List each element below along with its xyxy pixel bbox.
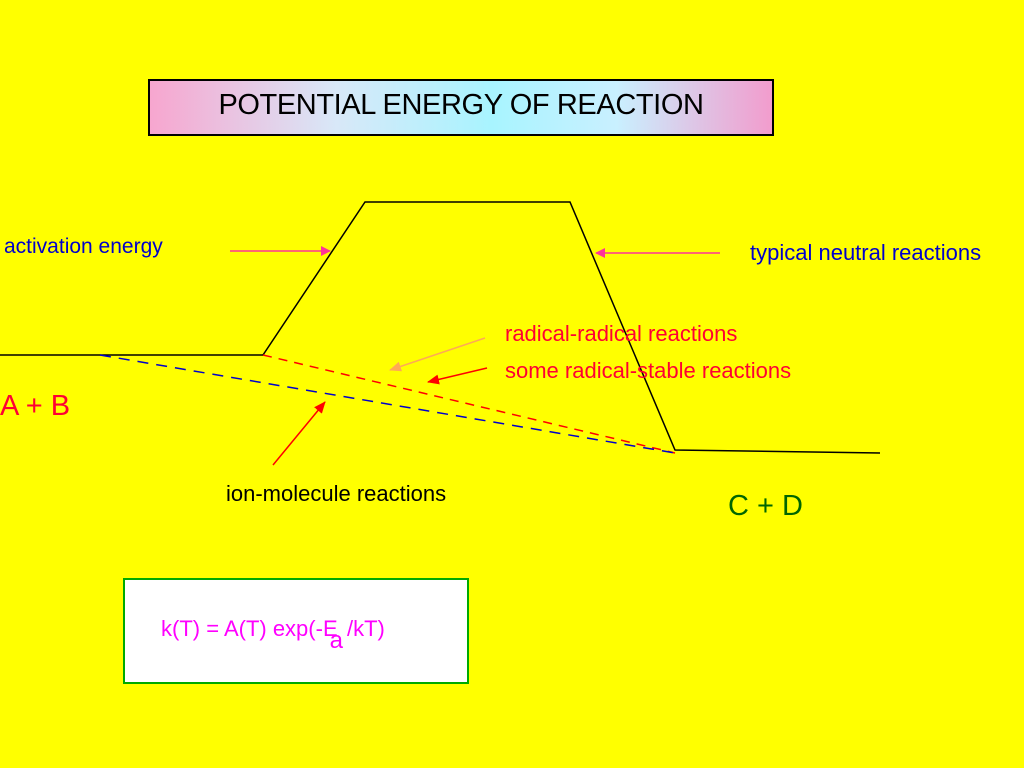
ion-molecule-label: ion-molecule reactions bbox=[226, 481, 447, 506]
red-dashed-path bbox=[262, 354, 676, 454]
ion-molecule-arrow bbox=[272, 401, 326, 466]
formula-main: k(T) = A(T) exp(-E bbox=[161, 616, 338, 641]
radical-stable-label: some radical-stable reactions bbox=[505, 358, 792, 383]
radical-radical-label: radical-radical reactions bbox=[505, 321, 738, 346]
activation-energy-label: activation energy bbox=[4, 235, 163, 258]
products-label: C + D bbox=[728, 490, 803, 522]
rate-formula: k(T) = A(T) exp(-Ea/kT) bbox=[161, 615, 385, 654]
rate-formula-box: k(T) = A(T) exp(-Ea/kT) bbox=[123, 578, 469, 684]
title-box: POTENTIAL ENERGY OF REACTION bbox=[148, 79, 774, 136]
radical-stable-arrow bbox=[427, 367, 488, 385]
radical-radical-arrow bbox=[389, 337, 486, 372]
reactants-label: A + B bbox=[0, 390, 71, 422]
page-title: POTENTIAL ENERGY OF REACTION bbox=[218, 89, 704, 121]
formula-subscript: a bbox=[329, 627, 343, 654]
formula-tail: /kT) bbox=[346, 616, 385, 641]
blue-dashed-path bbox=[99, 354, 676, 454]
barrier-curve bbox=[0, 201, 881, 454]
typical-neutral-label: typical neutral reactions bbox=[750, 240, 982, 265]
